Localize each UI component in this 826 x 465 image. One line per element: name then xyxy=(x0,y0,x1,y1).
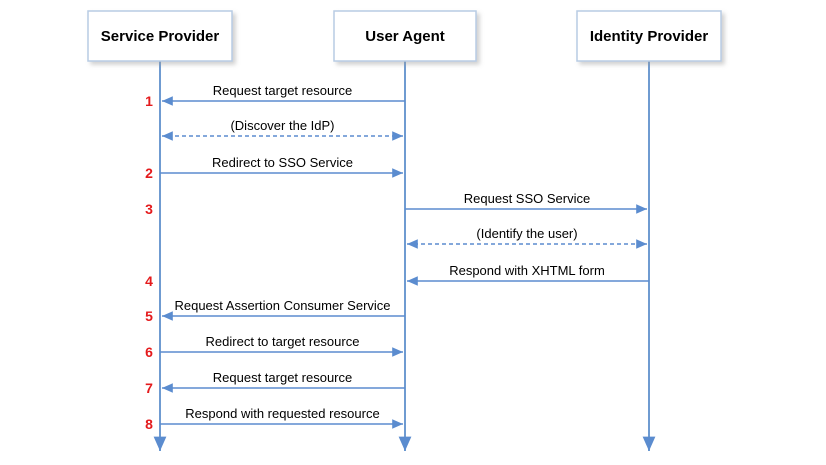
message-5: (Identify the user) xyxy=(407,226,647,249)
actor-label: Identity Provider xyxy=(590,28,709,45)
message-4: Request SSO Service 3 xyxy=(145,191,647,217)
message-10: Respond with requested resource 8 xyxy=(145,406,403,432)
step-number: 8 xyxy=(145,416,153,432)
message-label: (Identify the user) xyxy=(476,226,577,241)
step-number: 1 xyxy=(145,93,153,109)
actor-box xyxy=(333,10,477,62)
step-number: 4 xyxy=(145,273,153,289)
actor-box xyxy=(87,10,233,62)
message-label: Respond with XHTML form xyxy=(449,263,605,278)
message-label: (Discover the IdP) xyxy=(230,118,334,133)
step-number: 2 xyxy=(145,165,153,181)
message-label: Request target resource xyxy=(213,370,352,385)
actor-label: Service Provider xyxy=(101,28,220,45)
message-8: Redirect to target resource 6 xyxy=(145,334,403,360)
actor-sp: Service Provider xyxy=(87,10,233,62)
message-label: Redirect to SSO Service xyxy=(212,155,353,170)
message-label: Request Assertion Consumer Service xyxy=(174,298,390,313)
step-number: 6 xyxy=(145,344,153,360)
message-2: (Discover the IdP) xyxy=(162,118,403,141)
actor-box xyxy=(576,10,722,62)
message-1: Request target resource 1 xyxy=(145,83,405,109)
step-number: 5 xyxy=(145,308,153,324)
message-label: Request target resource xyxy=(213,83,352,98)
step-number: 7 xyxy=(145,380,153,396)
actor-idp: Identity Provider xyxy=(576,10,722,62)
message-label: Respond with requested resource xyxy=(185,406,379,421)
actor-ua: User Agent xyxy=(333,10,477,62)
message-label: Request SSO Service xyxy=(464,191,590,206)
message-7: Request Assertion Consumer Service 5 xyxy=(145,298,405,324)
actor-label: User Agent xyxy=(365,28,444,45)
step-number: 3 xyxy=(145,201,153,217)
message-3: Redirect to SSO Service 2 xyxy=(145,155,403,181)
message-label: Redirect to target resource xyxy=(206,334,360,349)
message-9: Request target resource 7 xyxy=(145,370,405,396)
message-6: Respond with XHTML form 4 xyxy=(145,263,649,289)
